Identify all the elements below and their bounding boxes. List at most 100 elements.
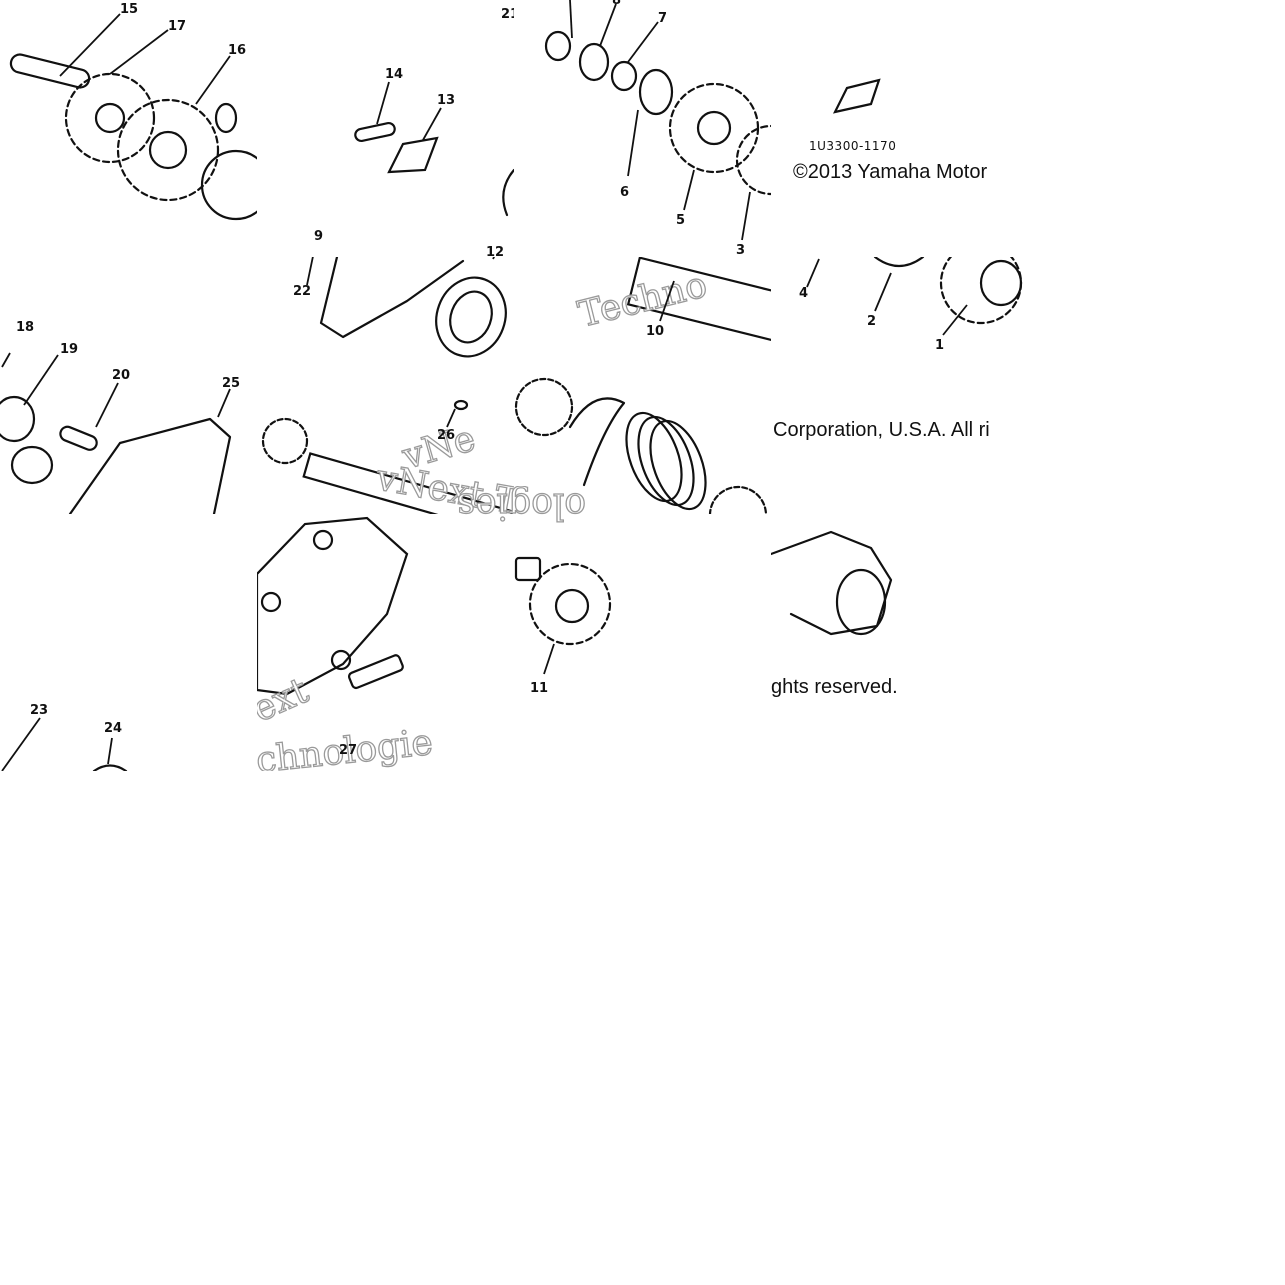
front-mark-tag [832,78,881,114]
callout-15: 15 [120,2,138,17]
callout-19: 19 [60,342,78,357]
callout-18: 18 [16,320,34,335]
leader-1 [942,304,968,336]
boss-outline [771,530,893,636]
shaft-15 [9,53,91,89]
leader-16 [195,55,231,105]
copyright-line-3: ghts reserved. [771,676,898,698]
leader-10 [659,280,675,322]
leader-6 [627,109,639,177]
cover-boss-1 [260,591,282,613]
gear-1-hub [979,259,1023,307]
gear-2-edge [873,257,925,268]
kick-shaft [302,452,514,514]
leader-18 [1,352,11,368]
gear-17 [64,72,156,164]
leader-7 [627,21,659,63]
leader-13 [422,107,442,141]
callout-2: 2 [867,314,876,329]
gear-partial [708,485,768,514]
pin-26 [453,399,469,411]
spline-stub [514,556,542,582]
leader-8 [599,3,617,47]
gear-11-hub [554,588,590,624]
tile-r3-c1: 23 24 [0,514,257,771]
callout-9: 9 [314,229,323,244]
label-9-wrap: 9 [312,224,342,248]
callout-5: 5 [676,213,685,228]
watermark-3: ologies [457,486,586,526]
leader-22 [306,257,314,286]
cover-edge [502,168,514,217]
watermark-svg: ologies [456,486,587,527]
diagram-tile-svg: 11 [514,556,612,696]
parts-diagram: 15 17 16 14 13 21 [0,0,1030,772]
gear-11 [528,562,612,646]
bushing-19 [10,445,54,485]
diagram-tile-svg: 1U3300-1170 [809,78,896,153]
diagram-tile-svg: 4 2 1 [799,257,1023,353]
callout-27: 27 [339,743,357,758]
tile-r3-c3: 11 [514,514,771,771]
leader-19 [23,354,59,406]
diagram-tile-svg: 8 7 6 5 3 [544,0,771,257]
tile-r2-c2: vNext Te vNe 22 26 [257,257,514,514]
part-code: 1U3300-1170 [809,139,896,153]
callout-23: 23 [30,703,48,718]
diagram-tile-svg: 23 24 [1,703,128,771]
ring-8 [578,42,610,82]
plate-13 [387,136,439,174]
shaft-10 [626,257,771,342]
leader-23 [1,717,41,771]
leader-25 [217,388,231,418]
leader-3 [741,191,751,241]
bolt-14 [354,121,396,143]
leader-20 [95,382,119,428]
gasket-22 [319,257,465,339]
bolt-20 [59,425,98,451]
leader-11 [543,643,555,675]
leader-24 [107,737,113,765]
callout-7: 7 [658,11,667,26]
diagram-tile-svg: 18 19 20 25 [0,320,240,514]
tile-r1-c1: 15 17 16 [0,0,257,257]
crankcase-cover [257,516,409,696]
washer-6 [638,68,674,116]
callout-12: 12 [486,245,504,260]
gasket-25 [68,417,232,514]
callout-6: 6 [620,185,629,200]
ring-1 [544,30,572,62]
tile-r1-c3: 8 7 6 5 3 [514,0,771,257]
callout-21: 21 [501,7,514,22]
callout-1: 1 [935,338,944,353]
leader-14 [376,81,390,125]
diagram-tile-svg: Techno 10 [514,257,771,514]
bolt-27 [348,654,404,690]
callout-14: 14 [385,67,403,82]
leader-17 [109,29,169,75]
leader-26 [446,408,456,428]
cover-boss-3 [330,649,352,671]
oil-seal-12 [435,276,507,358]
oil-seal-12-inner [449,290,493,344]
plate-edge [200,149,257,221]
copyright-line-2: Corporation, U.S.A. All ri [773,419,990,441]
callout-4: 4 [799,286,808,301]
torsion-spring [625,411,707,511]
gear-17-hub [94,102,126,134]
leader-15 [59,13,121,77]
watermark-3-wrap: ologies [386,486,646,530]
tile-r1-c2: 14 13 21 [257,0,514,257]
gear-16-hub [148,130,188,170]
gear-3 [735,124,771,196]
callout-10: 10 [646,324,664,339]
tile-r3-c4 [771,514,1028,771]
diagram-tile-svg: vNext Te vNe 22 26 [261,257,514,514]
callout-26: 26 [437,428,455,443]
tile-r2-c3: Techno 10 [514,257,771,514]
gear-5-hub [696,110,732,146]
leader-a [569,0,573,39]
tile-r2-c4: 4 2 1 [771,257,1028,514]
cover-boss-2 [312,529,334,551]
tile-r1-c4: 1U3300-1170 [771,0,1028,257]
